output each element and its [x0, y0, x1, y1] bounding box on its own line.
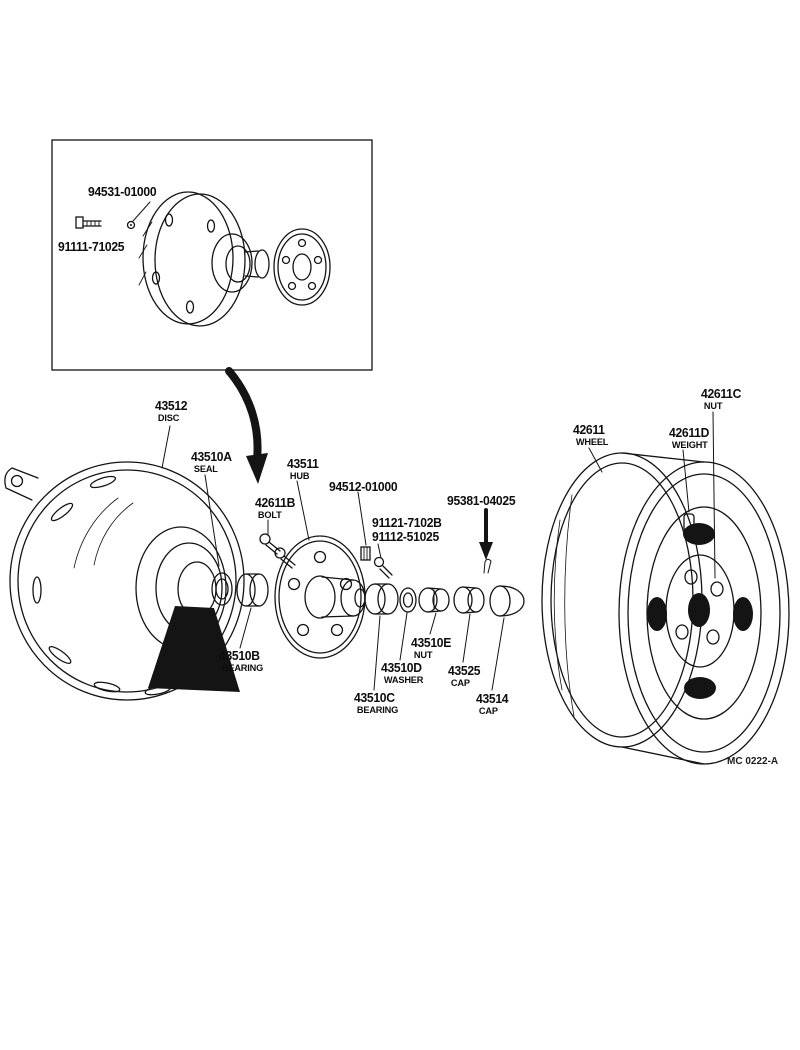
wheel-drawing — [541, 452, 790, 765]
bearing-inner-drawing — [236, 573, 269, 607]
part-label-43511: 43511 HUB — [287, 457, 319, 482]
spindle-nut-drawing — [418, 587, 450, 613]
part-label-42611D: 42611D WEIGHT — [669, 426, 710, 451]
seal-drawing — [211, 572, 233, 606]
hub-stud-drawing — [360, 546, 371, 561]
part-label-42611B: 42611B BOLT — [255, 496, 296, 521]
inset-rotor-drawing — [138, 191, 331, 327]
wheel-bolt-drawing — [259, 533, 296, 569]
nut-cap-drawing — [453, 586, 485, 614]
hub-bolt-drawing — [373, 556, 393, 579]
inset-bolt-drawing — [75, 216, 102, 229]
grease-cap-drawing — [489, 585, 525, 617]
part-label-43510A: 43510A SEAL — [191, 450, 232, 475]
part-label-43510C: 43510C BEARING — [354, 691, 399, 716]
part-label-43514: 43514 CAP — [476, 692, 509, 717]
part-label-94531-01000: 94531-01000 — [88, 185, 157, 199]
hub-drawing — [274, 535, 366, 659]
part-label-43510B: 43510B BEARING — [219, 649, 264, 674]
leader-lines — [132, 201, 716, 691]
part-label-43510D: 43510D WASHER — [381, 661, 424, 686]
drawing-code: MC 0222-A — [727, 756, 779, 767]
inset-reference-arrow — [225, 367, 268, 484]
part-label-91121-91112: 91121-7102B 91112-51025 — [372, 516, 442, 544]
part-label-42611C: 42611C NUT — [701, 387, 742, 412]
part-label-43512: 43512 DISC — [155, 399, 188, 424]
bearing-outer-drawing — [364, 583, 399, 615]
washer-drawing — [399, 587, 417, 613]
brake-disc-drawing — [4, 461, 245, 701]
cotter-pin-drawing — [483, 558, 492, 574]
part-label-43510E: 43510E NUT — [411, 636, 452, 661]
inset-nut-drawing — [126, 220, 136, 230]
part-label-43525: 43525 CAP — [448, 664, 481, 689]
cotter-pin-arrow — [479, 508, 493, 560]
part-label-95381-04025: 95381-04025 — [447, 494, 516, 508]
part-label-42611: 42611 WHEEL — [573, 423, 609, 448]
part-label-94512-01000: 94512-01000 — [329, 480, 398, 494]
part-label-91111-71025: 91111-71025 — [58, 240, 125, 254]
inset-detail-box — [51, 139, 373, 371]
